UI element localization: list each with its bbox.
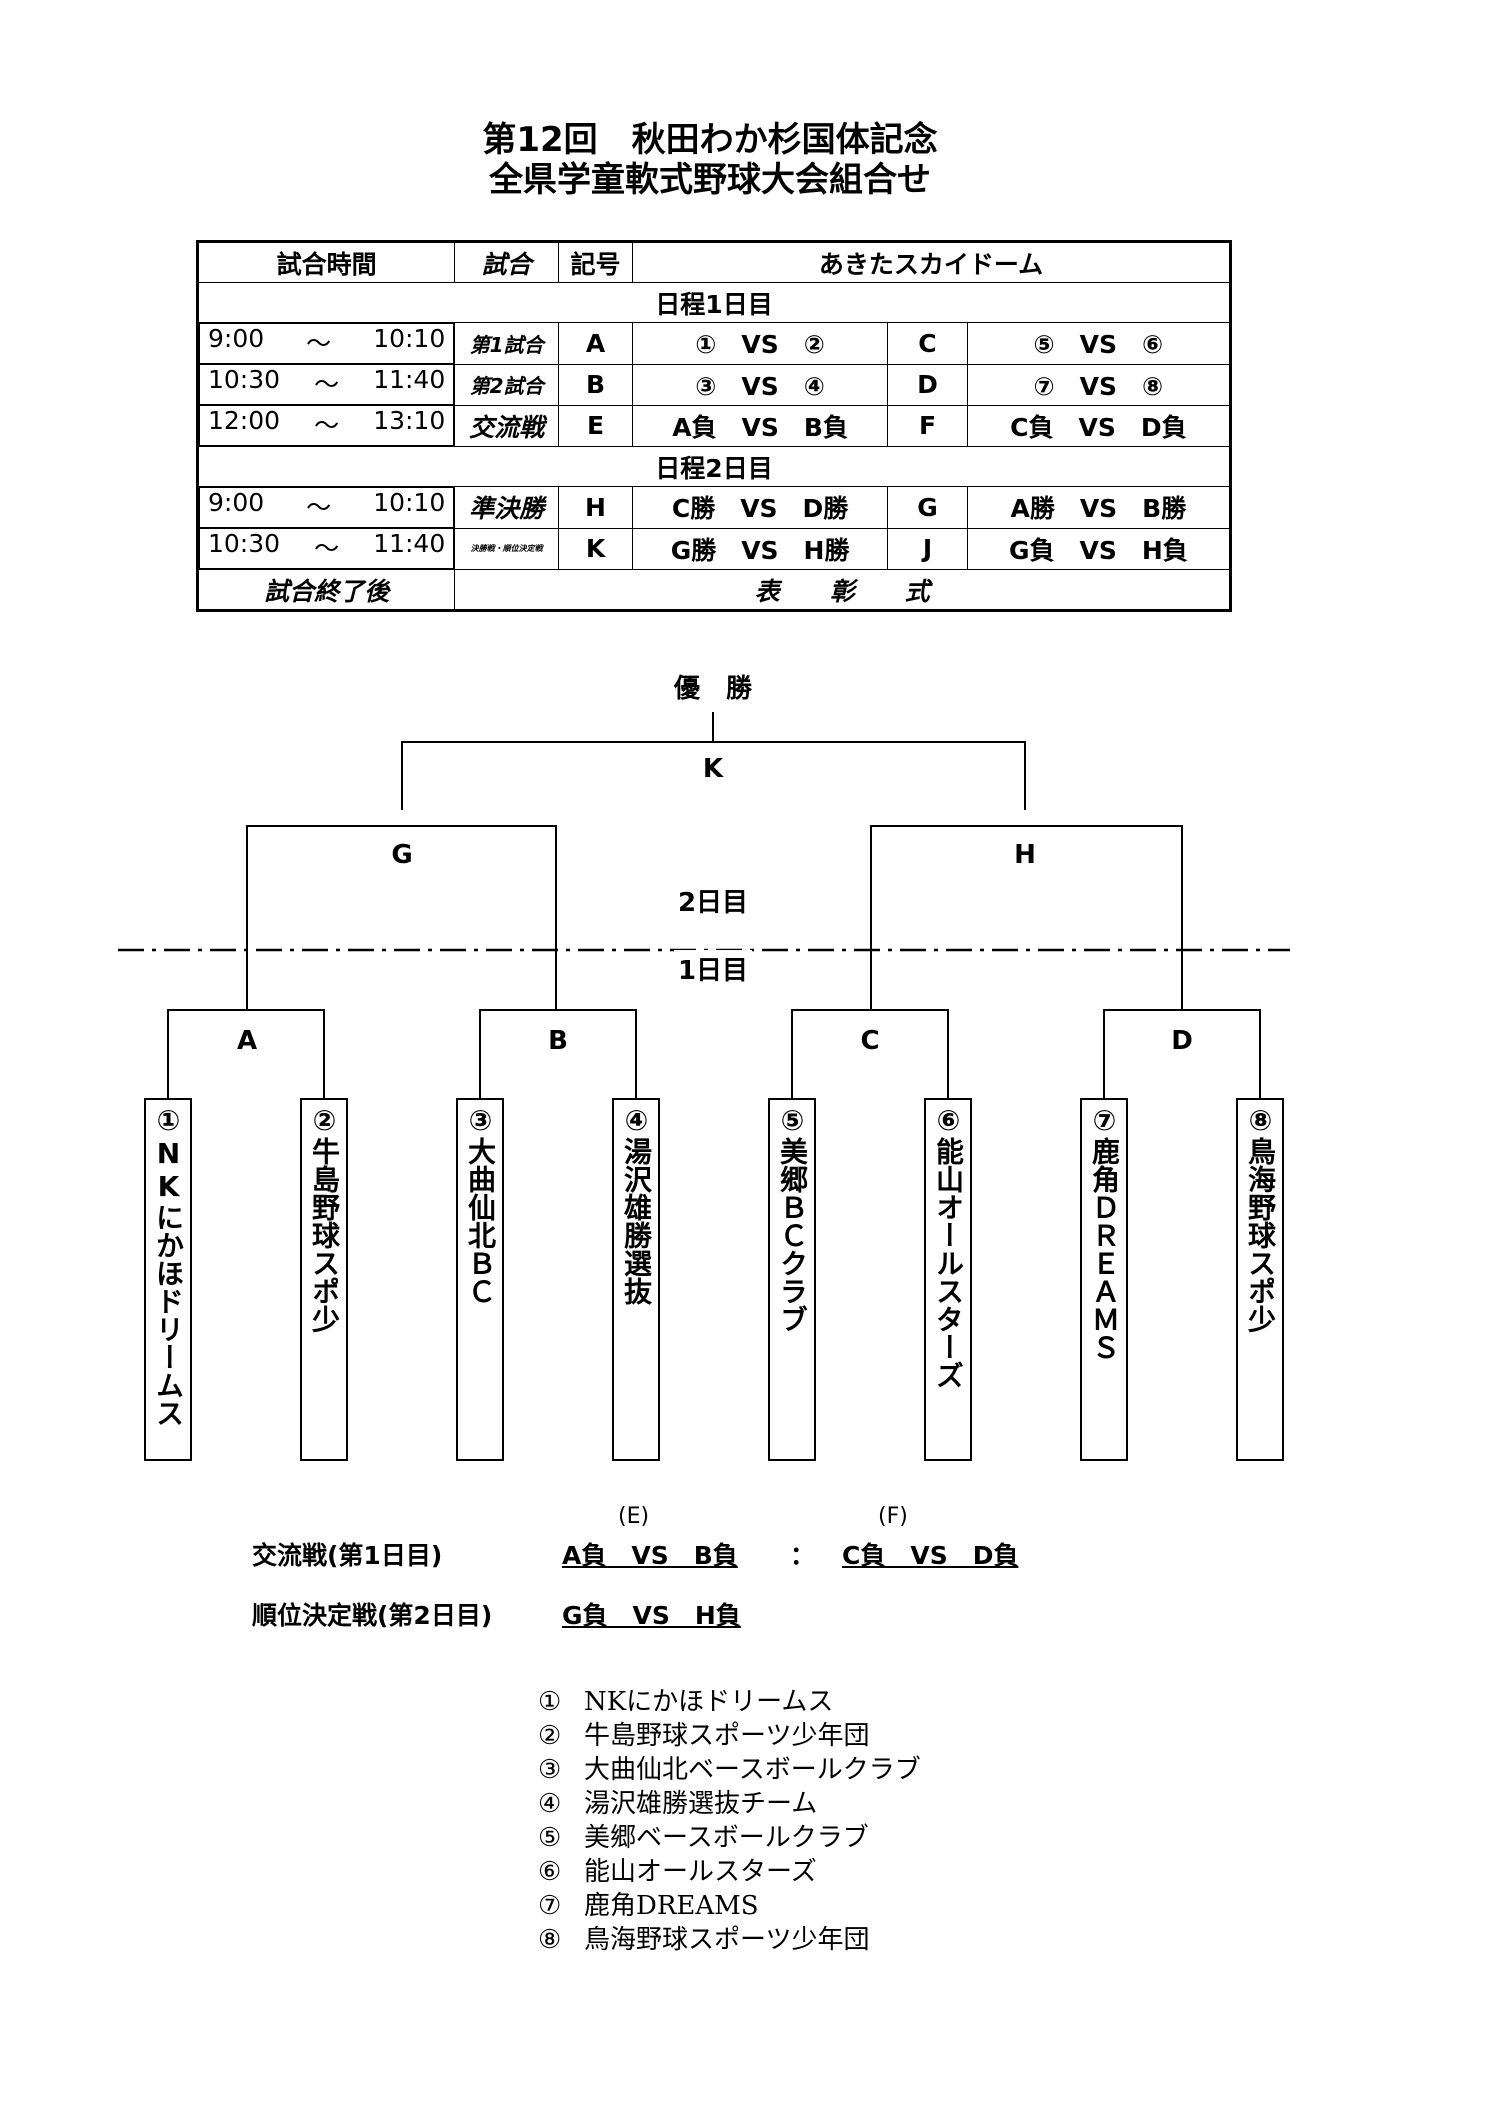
time-cell: 10:30～11:40 <box>199 528 455 569</box>
header-game: 試合 <box>454 241 560 283</box>
match-cell: ⑤ VS ⑥ <box>966 322 1232 365</box>
schedule-row: 9:00～10:10 準決勝 H C勝 VS D勝 G A勝 VS B勝 <box>198 486 1232 529</box>
team-name: ③大曲仙北ＢＣ <box>464 1104 497 1305</box>
match-cell: ⑦ VS ⑧ <box>966 363 1232 406</box>
exchange-title: 交流戦(第1日目) <box>252 1541 443 1570</box>
team-box-3: ③大曲仙北ＢＣ <box>456 1098 504 1461</box>
time-cell: 12:00～13:10 <box>199 405 455 446</box>
time-cell: 9:00～10:10 <box>199 323 455 364</box>
exchange-f-match: C負 VS D負 <box>842 1541 1019 1570</box>
schedule-row: 10:30～11:40 決勝戦・順位決定戦 K G勝 VS H勝 J G負 VS… <box>198 527 1232 570</box>
code-cell: J <box>887 527 968 570</box>
match-cell: A勝 VS B勝 <box>966 486 1232 529</box>
day2-row: 日程2日目 <box>197 446 1231 487</box>
match-cell: C勝 VS D勝 <box>631 486 889 529</box>
code-cell: A <box>558 322 633 365</box>
game-cell: 第1試合 <box>454 322 560 365</box>
day1-label: 日程1日目 <box>197 282 1231 323</box>
round1-label-b: B <box>548 1026 568 1056</box>
round1-label-d: D <box>1171 1026 1193 1056</box>
code-cell: C <box>887 322 968 365</box>
match-cell: G勝 VS H勝 <box>631 527 889 570</box>
match-cell: A負 VS B負 <box>631 404 889 447</box>
header-time: 試合時間 <box>196 241 456 283</box>
code-cell: D <box>887 363 968 406</box>
ceremony-row: 試合終了後 表 彰 式 <box>196 569 1231 611</box>
schedule-row: 9:00～10:10 第1試合 A ① VS ② C ⑤ VS ⑥ <box>198 322 1232 365</box>
round1-label-c: C <box>860 1026 880 1056</box>
champion-label: 優 勝 <box>673 674 753 704</box>
schedule-table: 試合時間 試合 記号 あきたスカイドーム 日程1日目 9:00～10:10 第1… <box>196 240 1232 612</box>
round1-label-a: A <box>236 1026 258 1056</box>
schedule-row: 12:00～13:10 交流戦 E A負 VS B負 F C負 VS D負 <box>198 404 1232 447</box>
day2-label: 日程2日目 <box>197 446 1231 487</box>
team-name: ⑧鳥海野球スポ少 <box>1244 1104 1277 1333</box>
team-box-1: ①NKにかほドリームス <box>144 1098 192 1461</box>
team-box-7: ⑦鹿角ＤＲＥＡＭＳ <box>1080 1098 1128 1461</box>
schedule-row: 10:30～11:40 第2試合 B ③ VS ④ D ⑦ VS ⑧ <box>198 363 1232 406</box>
after-label: 試合終了後 <box>196 569 456 611</box>
team-name: ⑦鹿角ＤＲＥＡＭＳ <box>1088 1104 1121 1361</box>
final-label: K <box>702 754 724 784</box>
team-box-8: ⑧鳥海野球スポ少 <box>1236 1098 1284 1461</box>
game-cell: 第2試合 <box>454 363 560 406</box>
exchange-e-match: A負 VS B負 <box>562 1541 738 1570</box>
code-cell: B <box>558 363 633 406</box>
ranking-match: G負 VS H負 <box>562 1601 741 1630</box>
f-label: (F) <box>878 1504 908 1529</box>
match-cell: G負 VS H負 <box>966 527 1232 570</box>
match-cell: ③ VS ④ <box>631 363 889 406</box>
game-cell: 準決勝 <box>454 486 560 529</box>
day1-divider-label: 1日目 <box>673 950 753 987</box>
time-cell: 10:30～11:40 <box>199 364 455 405</box>
e-label: (E) <box>618 1504 650 1529</box>
team-name: ②牛島野球スポ少 <box>308 1104 341 1333</box>
team-name: ⑤美郷ＢＣクラブ <box>776 1104 809 1333</box>
semi-left-label: G <box>391 840 413 870</box>
code-cell: G <box>887 486 968 529</box>
ranking-title: 順位決定戦(第2日目) <box>252 1601 493 1630</box>
match-cell: ① VS ② <box>631 322 889 365</box>
match-cell: C負 VS D負 <box>966 404 1232 447</box>
page-title-line1: 第12回 秋田わか杉国体記念 <box>482 120 938 160</box>
team-name: ④湯沢雄勝選抜 <box>620 1104 653 1305</box>
team-box-2: ②牛島野球スポ少 <box>300 1098 348 1461</box>
time-cell: 9:00～10:10 <box>199 487 455 528</box>
ceremony-label: 表 彰 式 <box>454 569 1231 611</box>
day2-divider-label: 2日目 <box>677 888 749 918</box>
team-name: ⑥能山オールスターズ <box>932 1104 965 1389</box>
semi-right-label: H <box>1014 840 1036 870</box>
code-cell: E <box>558 404 633 447</box>
game-cell: 決勝戦・順位決定戦 <box>454 527 560 570</box>
code-cell: H <box>558 486 633 529</box>
team-box-4: ④湯沢雄勝選抜 <box>612 1098 660 1461</box>
page-title-line2: 全県学童軟式野球大会組合せ <box>489 160 931 200</box>
team-box-6: ⑥能山オールスターズ <box>924 1098 972 1461</box>
exchange-separator: ： <box>790 1541 816 1570</box>
team-box-5: ⑤美郷ＢＣクラブ <box>768 1098 816 1461</box>
day1-row: 日程1日目 <box>197 282 1231 323</box>
team-name: ①NKにかほドリームス <box>152 1104 185 1427</box>
